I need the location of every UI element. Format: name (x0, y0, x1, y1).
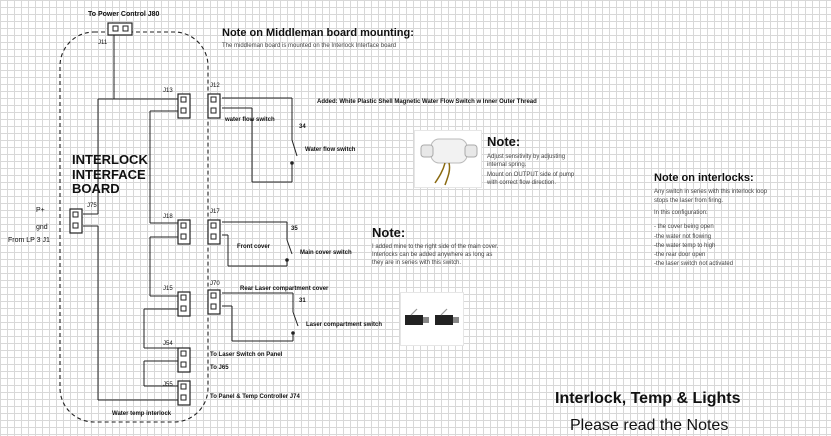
connector-j13 (177, 93, 191, 119)
water-flow-switch-label: Water flow switch (305, 147, 356, 153)
interlocks-note-line-7: -the rear door open (654, 252, 706, 258)
added-flow-switch-label: Added: White Plastic Shell Magnetic Wate… (317, 99, 537, 105)
middleman-note-body: The middleman board is mounted on the In… (222, 43, 397, 49)
interlocks-note-line-3: In this configuration: (654, 210, 708, 216)
j12-label: J12 (210, 83, 220, 89)
interlocks-note-line-2: stops the laser from firing. (654, 198, 724, 204)
water-temp-interlock-label: Water temp interlock (112, 411, 172, 417)
flow-note-title: Note: (487, 134, 521, 149)
switch-35-label: 35 (291, 226, 298, 232)
p-plus-label: P+ (36, 207, 45, 214)
interlocks-note-line-4: - the cover being open (654, 224, 714, 230)
interlocks-note-line-5: -the water not flowing (654, 234, 712, 240)
flow-note-line-2: internal spring. (487, 162, 527, 168)
connector-j70 (207, 289, 221, 315)
laser-compartment-switch-label: Laser compartment switch (306, 322, 383, 328)
connector-j17 (207, 219, 221, 245)
flow-note-line-4: with correct flow direction. (487, 180, 557, 186)
cover-note-line-1: I added mine to the right side of the ma… (372, 244, 499, 250)
j75-label: J75 (87, 203, 97, 209)
connector-j75 (69, 208, 83, 234)
cover-note-title: Note: (372, 225, 406, 240)
j70-label: J70 (210, 281, 220, 287)
board-title: INTERLOCK INTERFACE BOARD (72, 152, 148, 197)
j15-label: J15 (163, 286, 173, 292)
rear-cover-label: Rear Laser compartment cover (240, 286, 329, 292)
switch-34-label: 34 (299, 124, 306, 130)
to-laser-switch-label: To Laser Switch on Panel (210, 352, 283, 358)
gnd-label: gnd (36, 224, 48, 231)
flow-note-line-1: Adjust sensitivity by adjusting (487, 154, 566, 160)
connector-j12 (207, 93, 221, 119)
wires (83, 35, 299, 401)
main-title: Interlock, Temp & Lights (555, 390, 741, 407)
flow-switch-photo (414, 130, 482, 188)
interlocks-note-title: Note on interlocks: (654, 172, 754, 184)
connector-j54 (177, 347, 191, 373)
front-cover-label: Front cover (237, 244, 271, 250)
water-flow-j12-label: water flow switch (225, 117, 275, 123)
switch-contacts (285, 161, 295, 335)
connector-j15 (177, 291, 191, 317)
microswitch-photo (400, 292, 464, 346)
j13-label: J13 (163, 88, 173, 94)
from-lp3-label: From LP 3 J1 (8, 237, 50, 244)
to-panel-temp-label: To Panel & Temp Controller J74 (210, 394, 300, 400)
interlocks-note-line-6: -the water temp to high (654, 243, 716, 249)
middleman-note-title: Note on Middleman board mounting: (222, 27, 414, 39)
j11-label: J11 (98, 40, 108, 46)
switch-31-label: 31 (299, 298, 306, 304)
power-control-label: To Power Control J80 (88, 11, 160, 18)
interlocks-note-line-8: -the laser switch not activated (654, 261, 734, 267)
j17-label: J17 (210, 209, 220, 215)
j18-label: J18 (163, 214, 173, 220)
connector-j55 (177, 380, 191, 406)
cover-note-line-3: they are in series with this switch. (372, 260, 462, 266)
j55-label: J55 (163, 382, 173, 388)
interlocks-note-line-1: Any switch in series with this interlock… (654, 189, 768, 195)
sub-title: Please read the Notes (570, 417, 729, 434)
to-j65-label: To J65 (210, 365, 229, 371)
cover-note-line-2: Interlocks can be added anywhere as long… (372, 252, 493, 258)
connector-j11 (107, 22, 133, 36)
connector-j18 (177, 219, 191, 245)
main-cover-switch-label: Main cover switch (300, 250, 352, 256)
j54-label: J54 (163, 341, 173, 347)
flow-note-line-3: Mount on OUTPUT side of pump (487, 172, 575, 178)
